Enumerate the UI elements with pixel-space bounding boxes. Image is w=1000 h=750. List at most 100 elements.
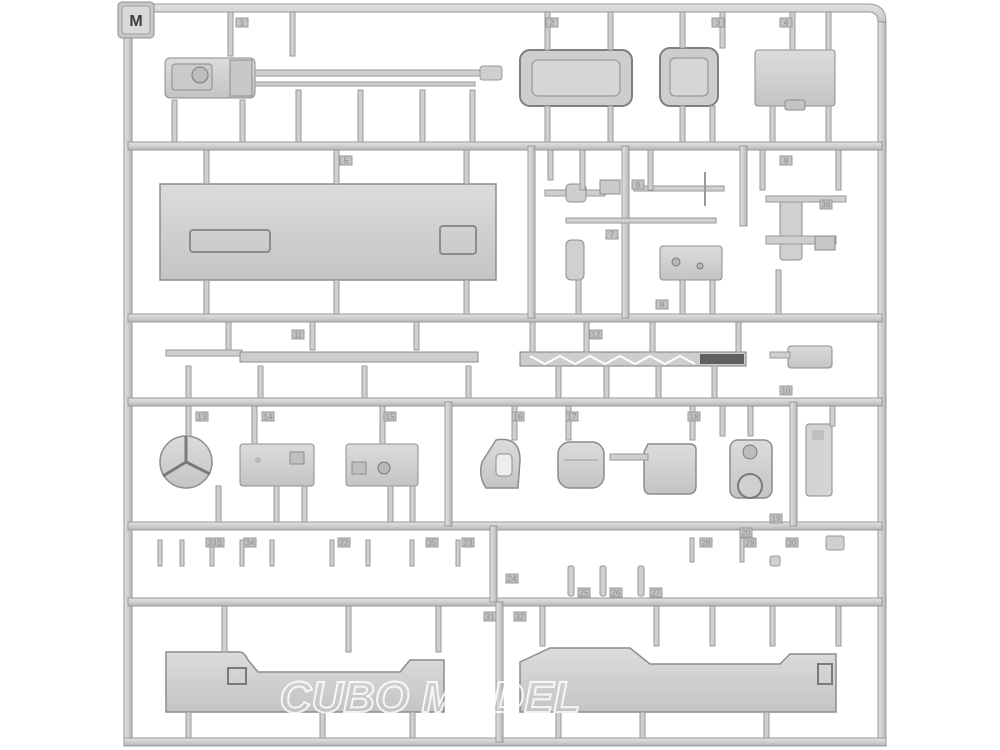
gate-stub (529, 321, 536, 353)
part-number-label: 32 (516, 613, 525, 622)
part-housing (609, 443, 697, 495)
part-panel-b (345, 443, 419, 487)
part-shield-b (557, 441, 605, 489)
part-number-label: 24 (508, 575, 517, 584)
gate-stub (575, 279, 582, 315)
gate-stub (547, 149, 554, 181)
runner-h4 (127, 521, 883, 531)
gate-stub (185, 711, 192, 739)
part-number-tag: 34 (243, 537, 257, 548)
part-number-tag: 25 (577, 587, 591, 598)
gate-stub (333, 149, 340, 185)
part-number-tag: 10 (779, 385, 793, 396)
gate-stub (769, 605, 776, 647)
part-number-tag: 15 (383, 411, 397, 422)
part-number-tag: 6 (631, 179, 645, 190)
gate-stub (171, 99, 178, 143)
gate-stub (835, 605, 842, 647)
runner-v1 (527, 145, 536, 319)
part-number-label: 15 (386, 413, 395, 422)
part-number-label: 14 (264, 413, 273, 422)
frame-bottom-bar (123, 737, 887, 747)
gate-stub (203, 149, 210, 185)
gate-stub (607, 11, 614, 51)
runner-v3 (739, 145, 748, 227)
gate-stub (825, 11, 832, 51)
gate-stub (379, 405, 386, 445)
runner-v6 (489, 525, 498, 603)
part-number-label: 26 (612, 589, 621, 598)
gate-stub (295, 89, 302, 143)
gate-stub (185, 365, 192, 399)
part-number-label: 3 (716, 19, 721, 28)
gate-stub (607, 105, 614, 143)
part-number-label: 8 (660, 301, 665, 310)
part-number-tag: 23 (461, 537, 475, 548)
part-panel-a (239, 443, 315, 487)
part-bracket-set (765, 195, 847, 261)
gate-stub (679, 279, 686, 315)
gate-stub (679, 105, 686, 143)
runner-h1 (127, 141, 883, 151)
sprue-frame (123, 3, 887, 747)
part-gun-breech (164, 57, 503, 99)
gate-stub (435, 605, 442, 653)
part-long-panel (159, 183, 497, 281)
part-number-tag: 7 (605, 229, 619, 240)
gate-stub (301, 485, 308, 523)
part-number-tag: 18 (687, 411, 701, 422)
part-number-tag: 33 (205, 537, 219, 548)
part-side-block (769, 345, 833, 369)
gate-stub (775, 269, 782, 315)
part-number-tag: 32 (513, 611, 527, 622)
part-number-tag: 5 (339, 155, 353, 166)
part-number-label: 20 (742, 529, 751, 538)
part-number-label: 1 (240, 19, 245, 28)
part-number-tag: 27 (649, 587, 663, 598)
gate-stub (711, 365, 718, 399)
part-number-label: 35 (428, 539, 437, 548)
gate-stub (647, 149, 654, 191)
part-number-tag: 1 (235, 17, 249, 28)
part-number-label: 12 (592, 331, 601, 340)
part-truss-rail (519, 351, 747, 367)
part-number-tag: 4 (779, 17, 793, 28)
part-number-tag: 3 (711, 17, 725, 28)
runner-v4 (444, 401, 453, 527)
part-number-label: 19 (772, 515, 781, 524)
gate-stub (357, 89, 364, 143)
part-number-tag: 35 (425, 537, 439, 548)
part-cylinder-mount (729, 439, 773, 499)
frame-top-bar (149, 3, 887, 31)
runner-h3 (127, 397, 883, 407)
part-track-guard-right (519, 647, 837, 713)
part-number-tag: 20 (739, 527, 753, 538)
gate-stub (759, 149, 766, 191)
part-number-tag: 13 (195, 411, 209, 422)
part-round-disc (159, 435, 213, 489)
part-number-label: 11 (294, 331, 303, 340)
gate-stub (689, 405, 696, 441)
part-number-tag: 28 (699, 537, 713, 548)
gate-stub (539, 605, 546, 647)
part-number-tag: 16 (511, 411, 525, 422)
watermark-logo: CUBO MODEL (280, 673, 581, 722)
part-number-tag: 24 (505, 573, 519, 584)
gate-stub (763, 711, 770, 739)
part-number-tag: 11 (291, 329, 305, 340)
gate-stub (409, 711, 416, 739)
gate-stub (221, 605, 228, 653)
gate-stub (257, 365, 264, 399)
gate-stub (709, 105, 716, 143)
gate-stub (719, 405, 726, 437)
gate-stub (413, 321, 420, 351)
gate-stub (463, 149, 470, 185)
gate-stub (225, 321, 232, 351)
gate-stub (319, 711, 326, 739)
gate-stub (511, 405, 518, 441)
gate-stub (769, 105, 776, 143)
part-number-label: 25 (580, 589, 589, 598)
part-number-label: 9 (784, 157, 789, 166)
part-number-label: 28 (702, 539, 711, 548)
